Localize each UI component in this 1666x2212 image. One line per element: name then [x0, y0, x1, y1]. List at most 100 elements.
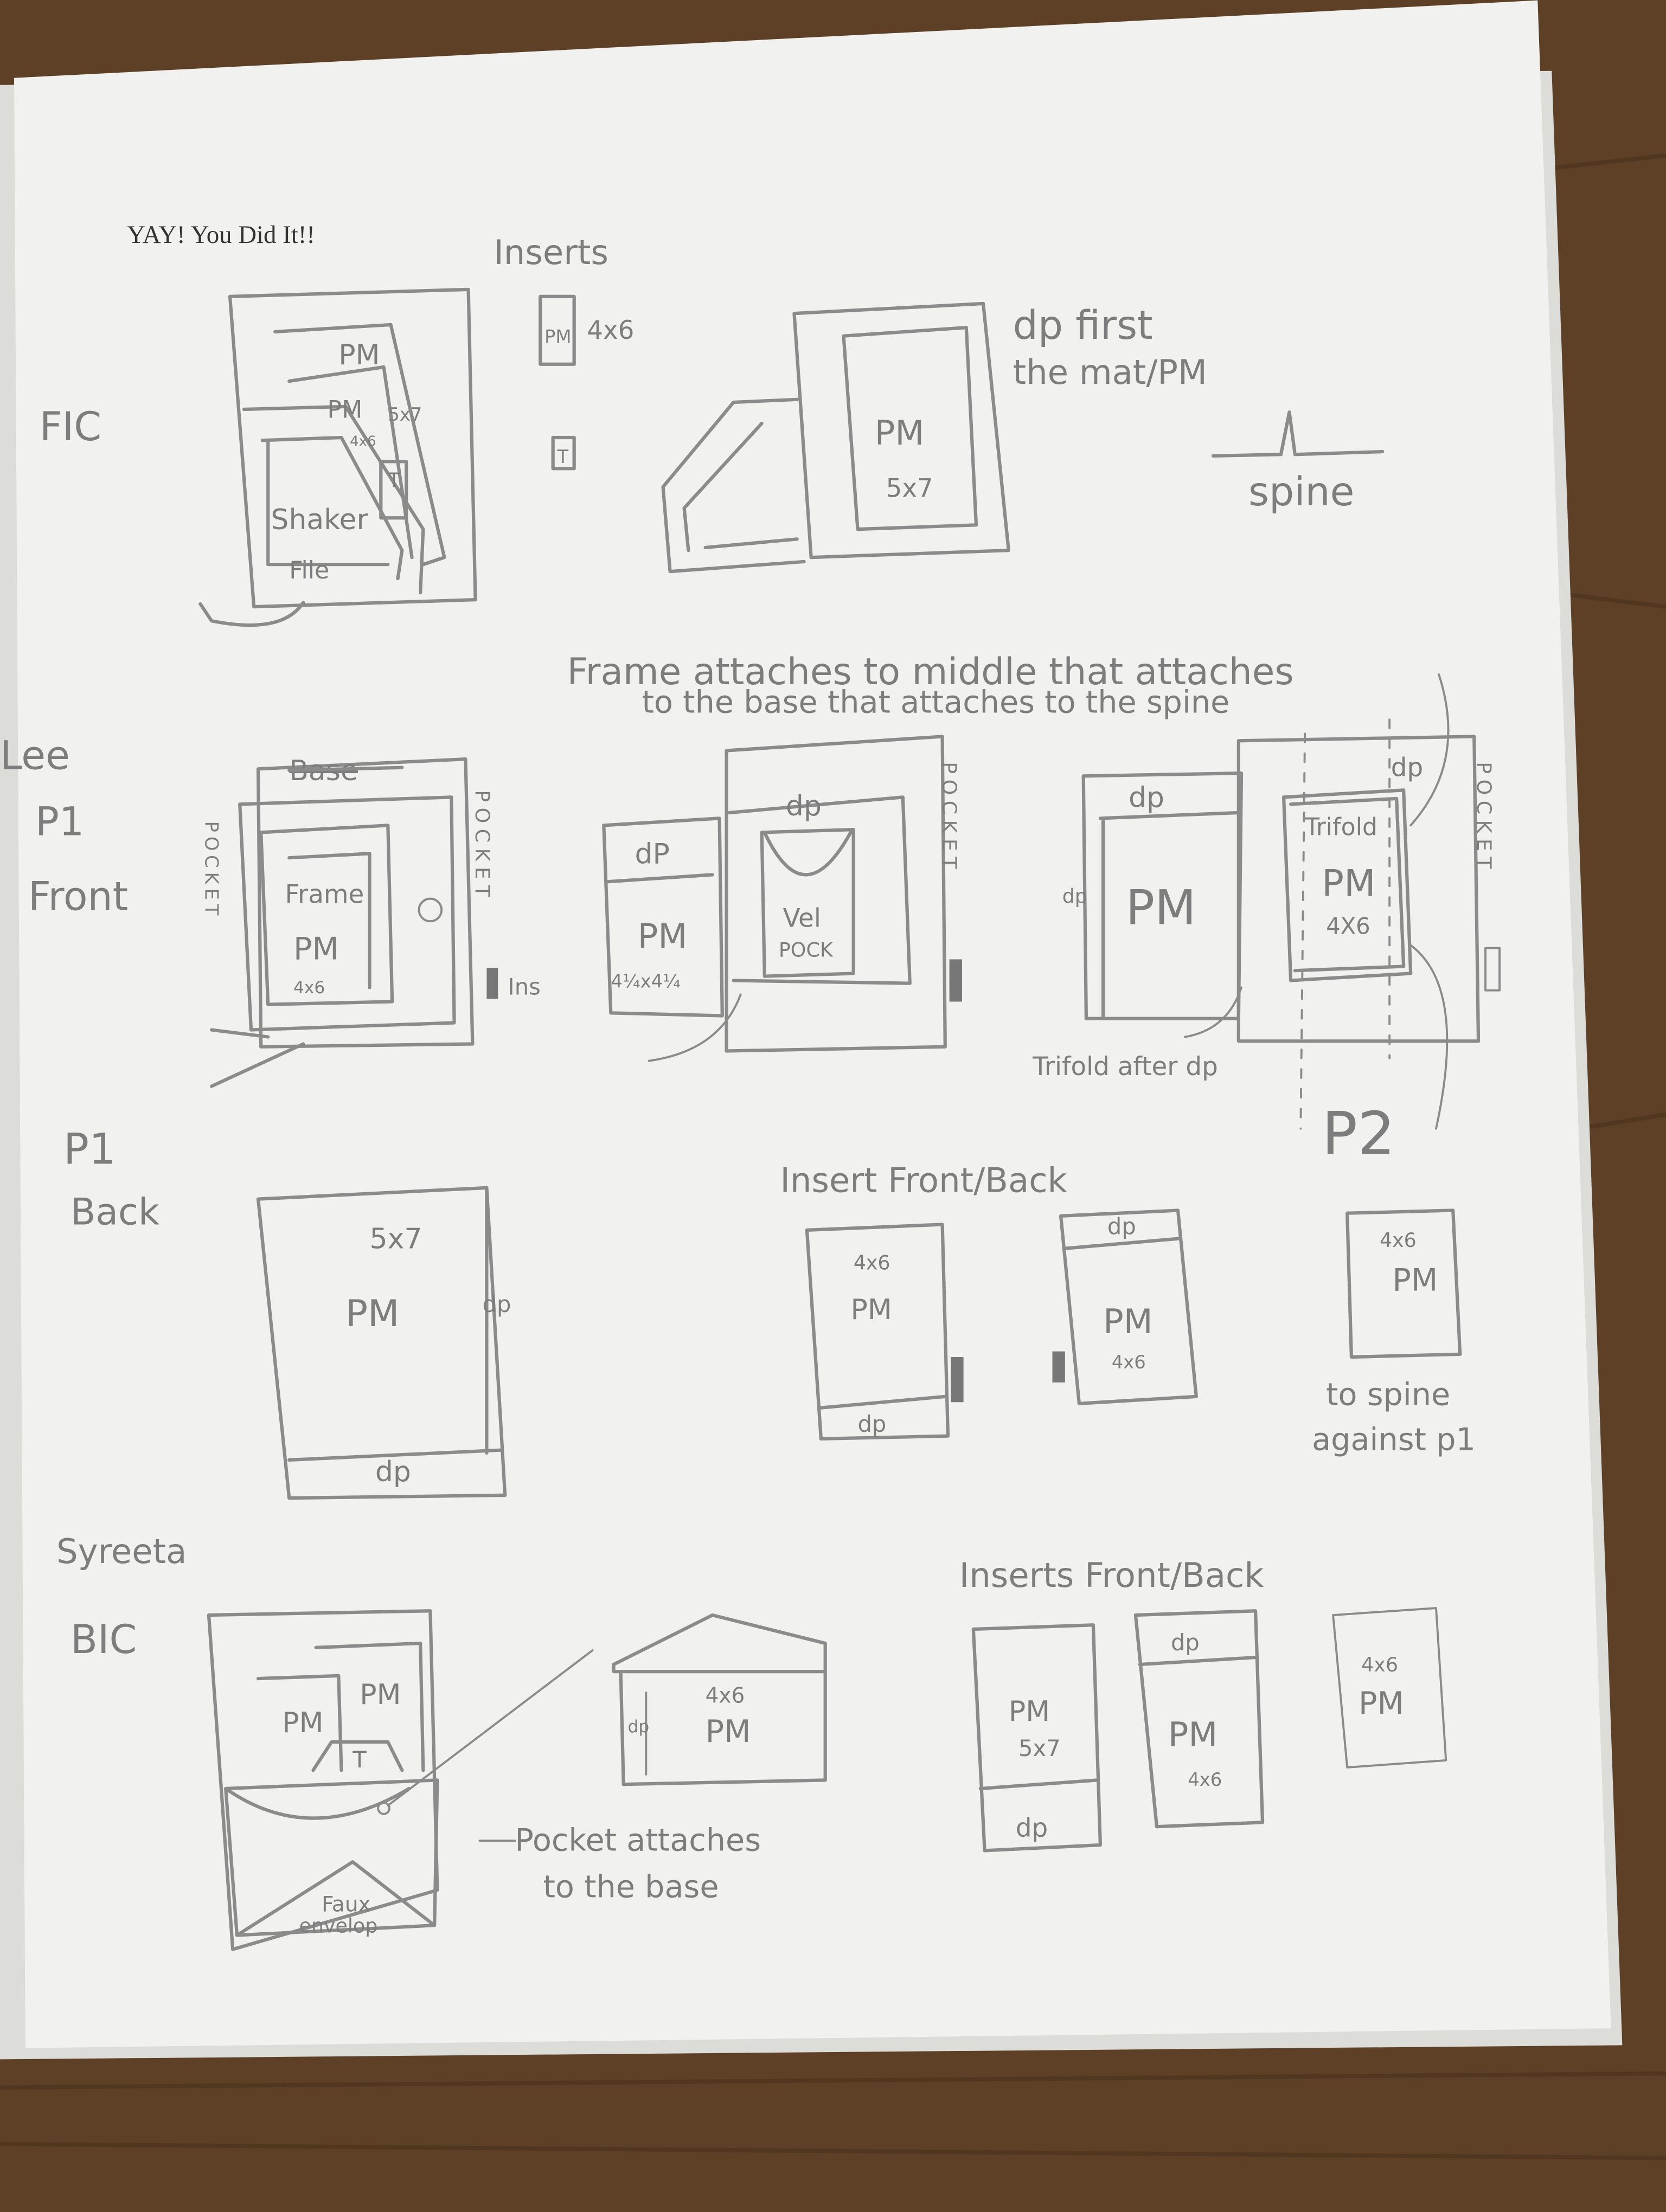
lee-trifold-view: dp dp PM dp Trifold PM 4X6 POCKET	[1062, 673, 1501, 1130]
p2-pm: PM	[1392, 1263, 1438, 1298]
lee-pocket-right: POCKET	[471, 790, 494, 903]
lee-mid-pm: PM	[638, 917, 687, 956]
syr-insert-a-dp: dp	[1016, 1814, 1048, 1843]
p2-note-line1: to spine	[1326, 1377, 1450, 1412]
lee-base-view: Base Frame PM 4x6 POCKET POCKET Ins	[201, 755, 541, 1088]
lee-insert-b-pm: PM	[1103, 1302, 1152, 1341]
syreeta-name: Syreeta	[56, 1532, 187, 1571]
bic-pm2: PM	[360, 1679, 401, 1711]
fic-size-5x7: 5x7	[388, 404, 422, 425]
lee-mid-pock: POCK	[779, 938, 834, 961]
lee-insert-b-size: 4x6	[1112, 1352, 1146, 1373]
lee-page: P1	[35, 799, 84, 845]
house-dp: dp	[628, 1717, 650, 1737]
fic-shaker: Shaker	[271, 504, 368, 536]
syr-insert-b-dp: dp	[1171, 1629, 1200, 1656]
lee-insert-a-size: 4x6	[854, 1251, 890, 1275]
lee-mid-dp: dp	[786, 790, 822, 822]
lee-tri-trifold: Trifold	[1304, 814, 1377, 841]
wood-grain	[0, 153, 1666, 2160]
printed-title: YAY! You Did It!!	[127, 221, 315, 249]
syreeta-insert-a: PM 5x7 dp	[971, 1623, 1103, 1853]
lee-frame-size: 4x6	[293, 978, 325, 998]
p2-note-line2: against p1	[1312, 1422, 1476, 1458]
house-pm: PM	[706, 1714, 751, 1750]
p2-size: 4x6	[1380, 1229, 1417, 1252]
lee-insert-a-dp: dp	[858, 1411, 887, 1437]
syr-insert-c-size: 4x6	[1361, 1653, 1398, 1676]
lee-tri-pocket: POCKET	[1472, 762, 1496, 874]
lee-tri-dp-right: dp	[1391, 753, 1423, 782]
lee-ins-label: Ins	[508, 974, 540, 1000]
fic-insert-tag: T	[556, 446, 568, 467]
fic-inserts: PM 4x6 T	[539, 294, 634, 471]
syreeta-insert-c: 4x6 PM	[1332, 1607, 1447, 1769]
syr-insert-b-pm: PM	[1168, 1715, 1218, 1754]
syreeta-insert-b: dp PM 4x6	[1133, 1609, 1265, 1829]
lee-middle-view: dP PM 4¼x4¼ dp Vel POCK POCKET	[602, 735, 963, 1062]
inserts-heading: Inserts	[494, 233, 608, 272]
lee-tri-dp-side: dp	[1062, 884, 1087, 908]
lee-note-line2: to the base that attaches to the spine	[642, 684, 1230, 720]
syr-insert-b-size: 4x6	[1188, 1769, 1222, 1790]
lee-frame-pm: PM	[293, 931, 339, 967]
fic-open-view: PM 5x7	[661, 301, 1010, 574]
lee-tri-size: 4X6	[1326, 913, 1370, 940]
house-size: 4x6	[706, 1683, 745, 1708]
fic-pm-small: PM	[327, 396, 362, 424]
back-pm: PM	[345, 1292, 399, 1335]
lee-tri-pm: PM	[1126, 879, 1196, 935]
p2-label: P2	[1322, 1099, 1395, 1168]
fic-tag: T	[387, 468, 400, 492]
lee-tri-pm2: PM	[1322, 861, 1375, 904]
syr-insert-c-pm: PM	[1359, 1686, 1404, 1721]
lee-inserts-heading: Insert Front/Back	[780, 1161, 1067, 1200]
lee-mid-pocket: POCKET	[938, 762, 961, 874]
lee-pocket-left: POCKET	[201, 821, 222, 920]
bic-main-drawing: PM PM T Faux envelop	[207, 1609, 594, 1951]
syr-insert-a-size: 5x7	[1018, 1735, 1061, 1761]
back-size: 5x7	[370, 1223, 422, 1256]
fic-size-4x6: 4x6	[350, 434, 376, 450]
lee-insert-a: 4x6 PM dp	[805, 1223, 964, 1441]
spine-label: spine	[1248, 469, 1354, 515]
lee-mid-tab	[949, 959, 963, 1002]
bic-note-line2: to the base	[543, 1869, 719, 1905]
fic-main-drawing: PM PM 5x7 4x6 T Shaker File	[198, 287, 477, 627]
back-side: Back	[71, 1190, 159, 1233]
spine-diagram	[1211, 410, 1385, 458]
bic-pm1: PM	[282, 1707, 323, 1739]
fic-note-line2: the mat/PM	[1013, 352, 1207, 392]
fic-file: File	[289, 557, 329, 584]
bic-tag: T	[352, 1746, 367, 1773]
syr-insert-a-pm: PM	[1009, 1695, 1050, 1728]
bic-note-line1: Pocket attaches	[515, 1822, 761, 1858]
syreeta-label: BIC	[71, 1617, 137, 1663]
lee-ins-tab	[486, 968, 498, 999]
lee-insert-a-pm: PM	[851, 1294, 892, 1326]
fic-insert-size: 4x6	[587, 316, 634, 345]
lee-name: Lee	[0, 732, 70, 779]
lee-tri-dp-top: dp	[1129, 782, 1164, 814]
fic-label: FIC	[40, 404, 101, 450]
lee-frame-label: Frame	[285, 880, 364, 909]
lee-mid-vel: Vel	[783, 904, 821, 934]
lee-side: Front	[28, 873, 128, 919]
lee-mid-dp-left: dP	[635, 838, 670, 871]
p2-insert: 4x6 PM	[1345, 1208, 1462, 1359]
bic-faux: Faux	[322, 1892, 371, 1917]
back-dp-side: dp	[483, 1291, 511, 1317]
fic-note-line1: dp first	[1013, 303, 1153, 349]
lee-mid-size: 4¼x4¼	[611, 971, 681, 992]
fic-pm: PM	[338, 339, 380, 371]
fic-insert-pm: PM	[544, 326, 572, 348]
lee-insert-b-dp: dp	[1107, 1213, 1136, 1240]
lee-insert-b: dp PM 4x6	[1052, 1208, 1198, 1405]
back-dp-bottom: dp	[375, 1456, 411, 1488]
back-page: P1	[63, 1126, 116, 1174]
fic-open-size: 5x7	[886, 474, 933, 503]
bic-envelop: envelop	[299, 1914, 377, 1937]
syreeta-inserts-heading: Inserts Front/Back	[959, 1555, 1264, 1595]
p1-back-drawing: 5x7 PM dp dp	[256, 1186, 511, 1500]
